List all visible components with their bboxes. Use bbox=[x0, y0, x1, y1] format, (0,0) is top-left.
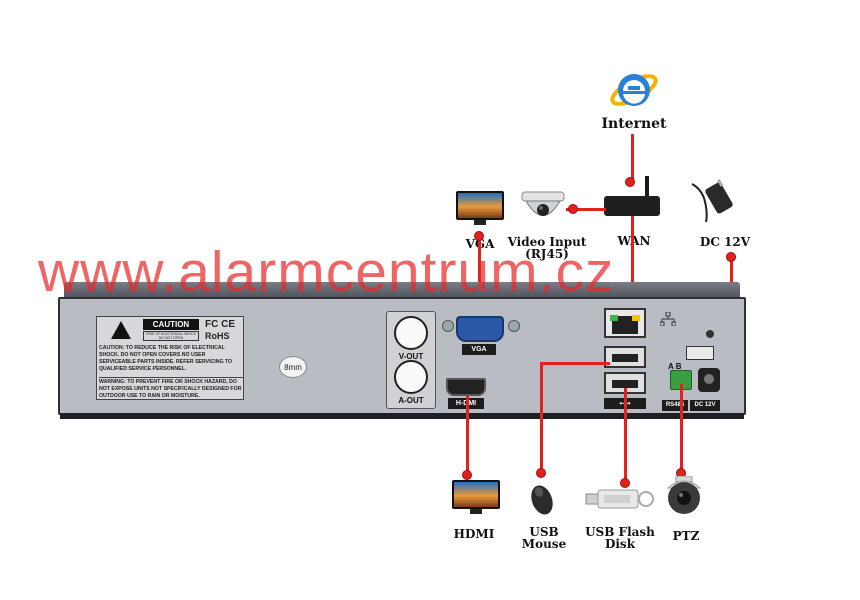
router-antenna bbox=[645, 176, 649, 198]
panel-hole bbox=[706, 330, 714, 338]
dvr-bottom-edge bbox=[60, 413, 744, 419]
usb-mouse-label-2: Mouse bbox=[521, 537, 567, 551]
usb-flash-icon bbox=[585, 489, 654, 509]
rj45-label: (RJ45) bbox=[525, 247, 569, 261]
wire-usb-flash bbox=[624, 388, 627, 480]
wire-node bbox=[625, 177, 635, 187]
dome-camera-icon bbox=[521, 191, 565, 216]
dc12v-label: DC 12V bbox=[699, 235, 751, 249]
ethernet-socket bbox=[612, 316, 638, 334]
hdmi-port[interactable] bbox=[446, 378, 486, 396]
screw-label: 8mm bbox=[279, 356, 307, 378]
caution-sticker: CAUTION RISK OF ELECTRICAL SHOCK DO NOT … bbox=[96, 316, 244, 400]
v-out-label: V-OUT bbox=[398, 352, 424, 361]
warning-icon bbox=[111, 321, 131, 339]
dvr-top-edge bbox=[64, 282, 740, 300]
wire-node bbox=[462, 470, 472, 480]
usb-mouse-label-1: USB bbox=[529, 525, 559, 539]
wire-mouse-h bbox=[540, 362, 610, 365]
dc-polarity-box bbox=[686, 346, 714, 360]
rs485-tag: RS485 bbox=[662, 400, 688, 411]
internet-label: Internet bbox=[601, 116, 667, 132]
usb-flash-label-1: USB Flash bbox=[585, 525, 655, 539]
wire-node bbox=[620, 478, 630, 488]
internet-explorer-icon bbox=[610, 74, 658, 106]
vga-screw-right bbox=[508, 320, 520, 332]
hdmi-label: HDMI bbox=[453, 527, 495, 541]
v-out-jack[interactable] bbox=[394, 316, 428, 350]
video-input-label: Video Input bbox=[507, 235, 587, 249]
vga-port[interactable] bbox=[456, 316, 504, 342]
ethernet-led-green bbox=[610, 315, 618, 321]
caution-text: CAUTION: TO REDUCE THE RISK OF ELECTRICA… bbox=[99, 345, 233, 372]
warning-text: WARNING: TO PREVENT FIRE OR SHOCK HAZARD… bbox=[99, 377, 243, 399]
usb-socket-2 bbox=[612, 380, 638, 388]
rs485-ab-label: A B bbox=[668, 362, 682, 371]
wire-node bbox=[536, 468, 546, 478]
vga-tag: VGA bbox=[462, 344, 496, 355]
watermark: www.alarmcentrum.cz bbox=[38, 240, 615, 304]
caution-sub: RISK OF ELECTRICAL SHOCK DO NOT OPEN bbox=[143, 331, 199, 341]
mouse-icon bbox=[531, 485, 553, 515]
ptz-label: PTZ bbox=[672, 529, 700, 543]
wire-camera-router bbox=[566, 208, 606, 211]
a-out-label: A-OUT bbox=[398, 396, 424, 405]
wire-node bbox=[726, 252, 736, 262]
wire-ptz bbox=[680, 384, 683, 472]
usb-socket-1 bbox=[612, 354, 638, 362]
wan-label: WAN bbox=[617, 234, 651, 248]
usb-flash-label-2: Disk bbox=[604, 537, 636, 551]
a-out-jack[interactable] bbox=[394, 360, 428, 394]
wire-vga bbox=[478, 234, 481, 320]
wire-mouse bbox=[540, 362, 543, 472]
wire-node bbox=[568, 204, 578, 214]
rohs-mark: RoHS bbox=[205, 331, 230, 341]
router-icon bbox=[604, 196, 660, 216]
wire-internet bbox=[631, 134, 634, 182]
monitor-icon bbox=[452, 480, 500, 514]
wire-wan bbox=[631, 216, 634, 316]
wire-node bbox=[474, 231, 484, 241]
power-adapter-icon bbox=[691, 179, 733, 223]
wire-hdmi bbox=[466, 396, 469, 474]
ptz-camera-icon bbox=[666, 476, 702, 514]
network-icon bbox=[660, 312, 676, 326]
vga-screw-left bbox=[442, 320, 454, 332]
fcc-ce-mark: FC CE bbox=[205, 319, 235, 330]
dc-tag: DC 12V bbox=[690, 400, 720, 411]
ethernet-led-yellow bbox=[632, 315, 640, 321]
dc-power-pin bbox=[704, 374, 714, 384]
caution-title: CAUTION bbox=[143, 319, 199, 330]
monitor-icon bbox=[456, 191, 504, 225]
